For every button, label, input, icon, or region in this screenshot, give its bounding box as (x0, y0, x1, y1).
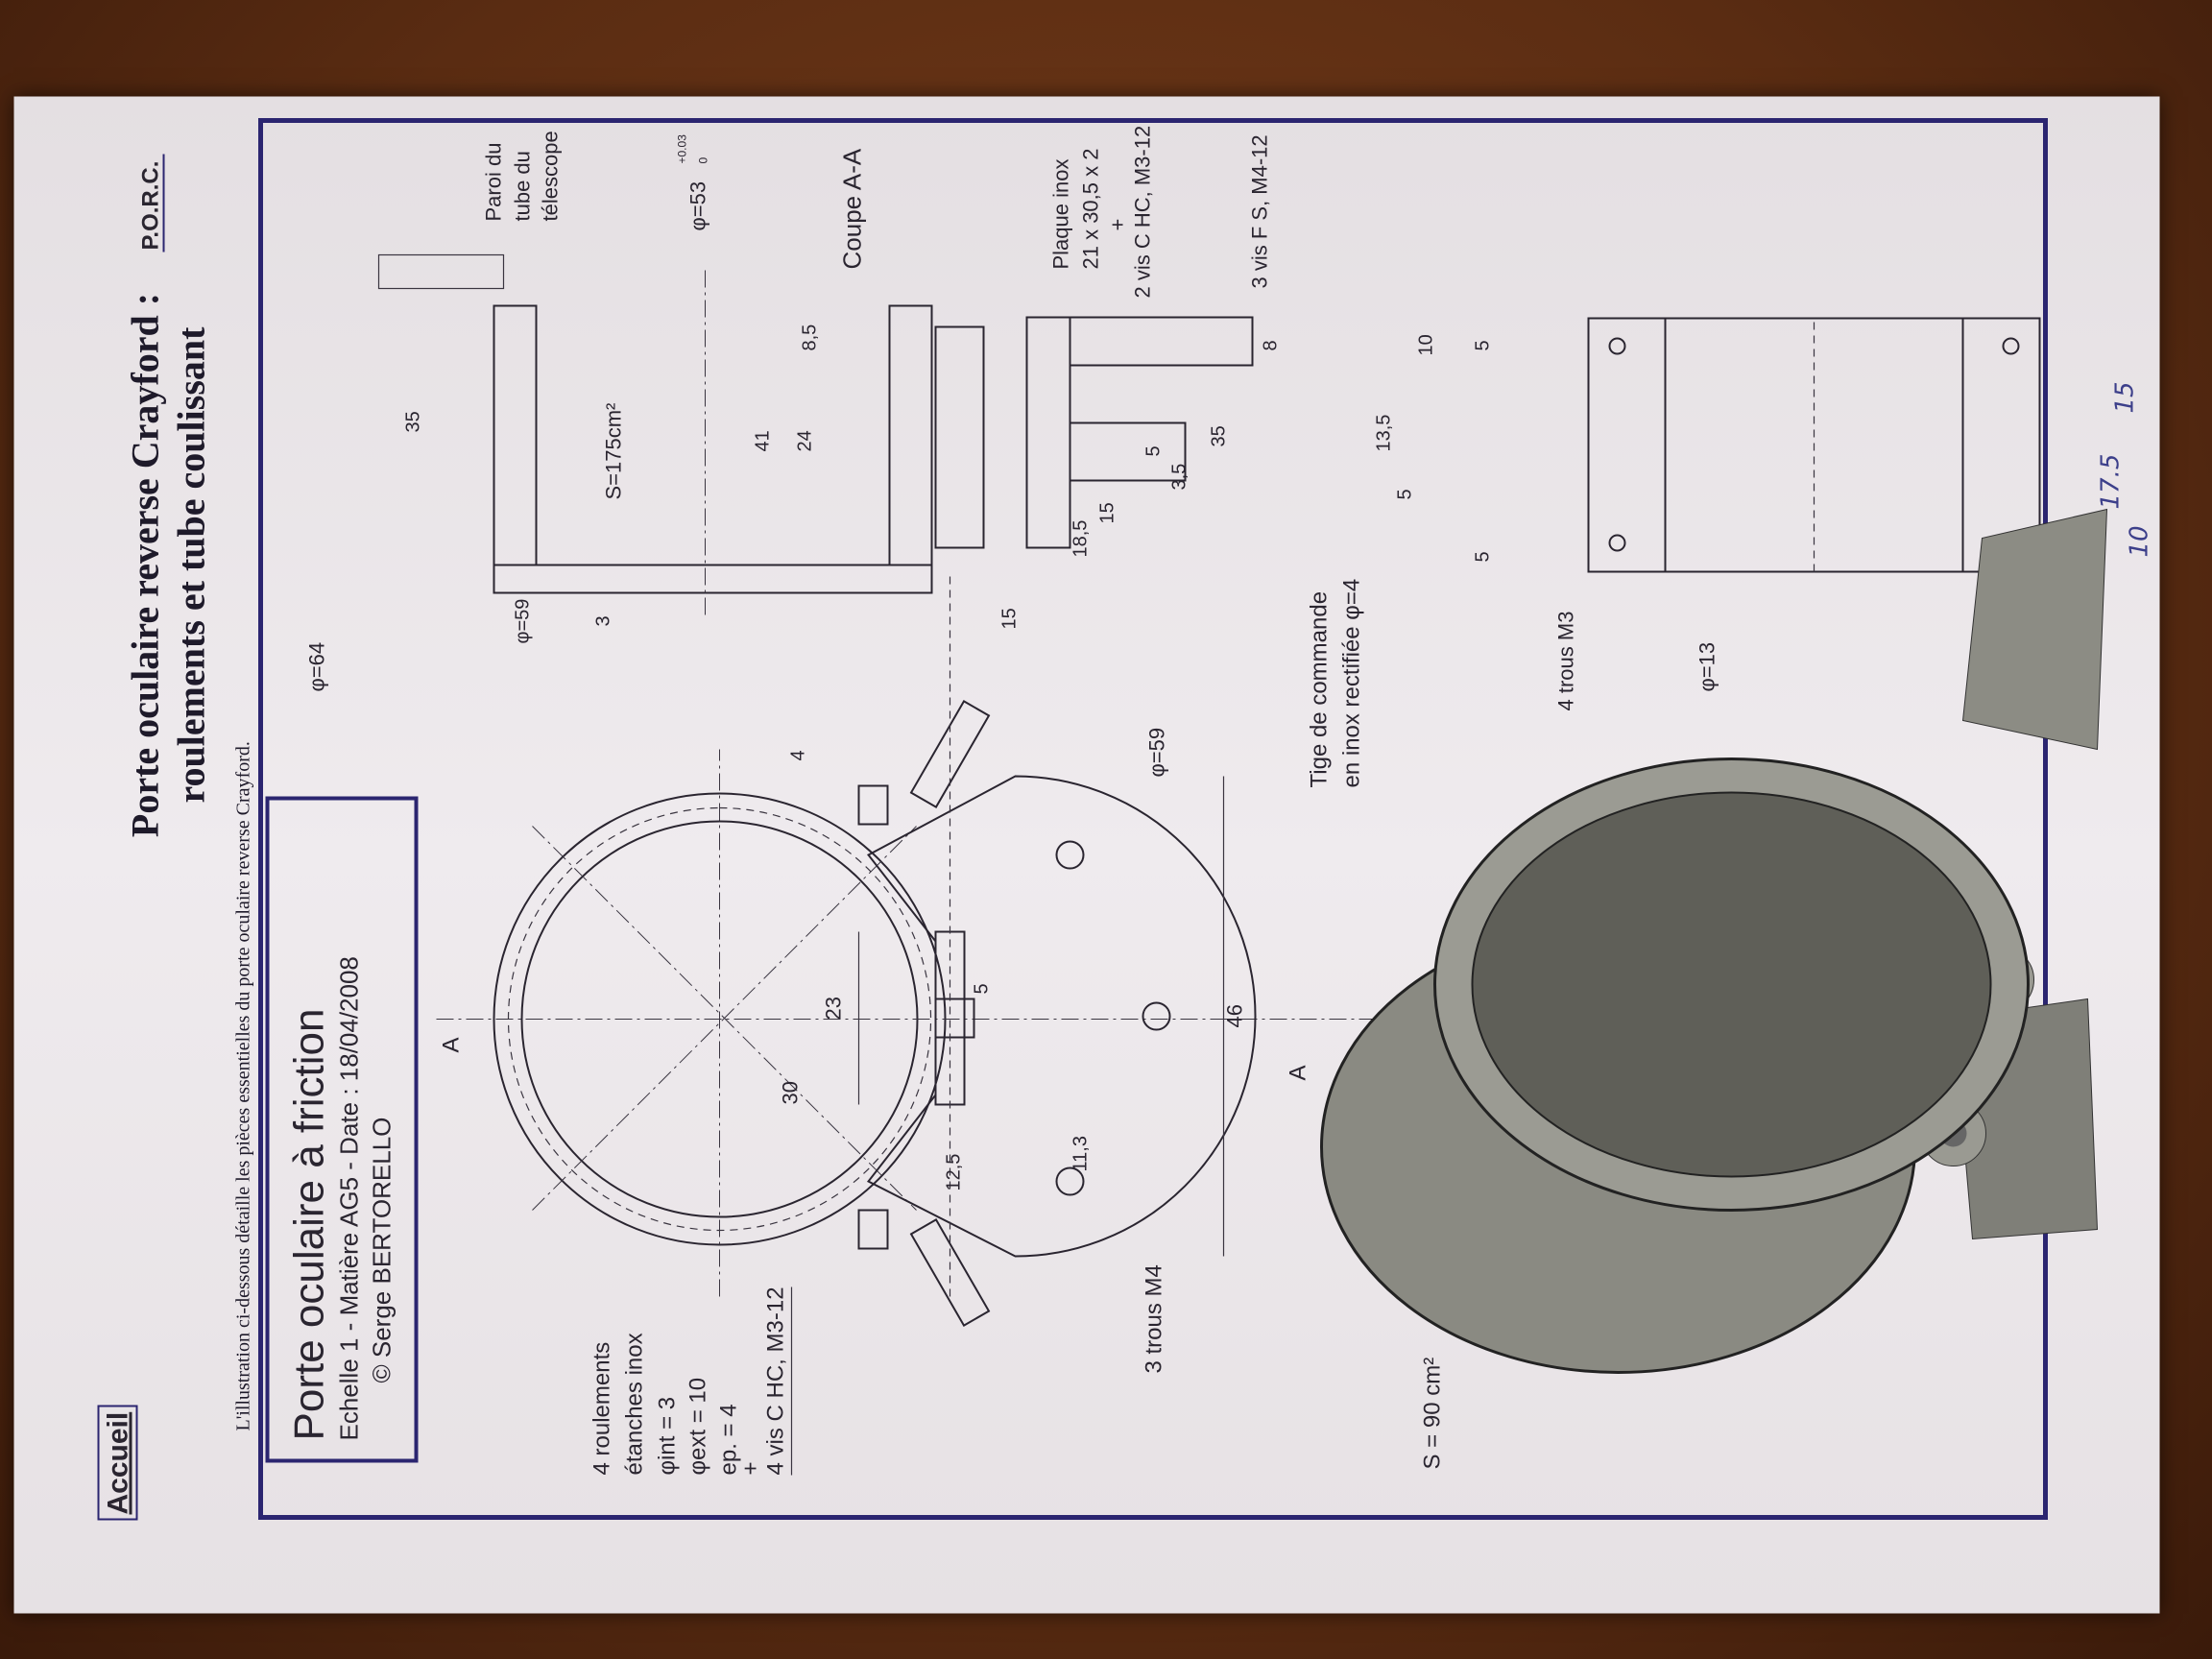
mount-plate (866, 775, 1257, 1258)
dim-5: 5 (1473, 340, 1494, 350)
section-view (377, 253, 1254, 615)
hole-m4 (1055, 840, 1085, 870)
wall-note-line: tube du (511, 151, 535, 221)
bore-tol-upper: +0.03 (676, 134, 689, 164)
flange-bottom (888, 304, 933, 566)
title-block (265, 796, 419, 1463)
screws-note: 3 vis F S, M4-12 (1248, 134, 1272, 288)
rod-note-line: en inox rectifiée φ=4 (1339, 579, 1365, 788)
bearings-note-line: φint = 3 (655, 1397, 681, 1476)
dim-46: 46 (1223, 1004, 1247, 1027)
section-mark-a: A (1286, 1065, 1311, 1080)
bearing (857, 784, 889, 826)
bearing (934, 998, 975, 1039)
plate-note-line: + (1106, 219, 1130, 231)
dim-8: 8 (1261, 340, 1282, 350)
plate-note-line: 21 x 30,5 x 2 (1079, 149, 1103, 270)
lower-block (1069, 316, 1254, 367)
rendered-assembly (1320, 508, 2108, 1374)
rod-note-line: Tige de commande (1307, 591, 1333, 788)
dim-23: 23 (822, 997, 846, 1020)
bore-tol-lower: 0 (697, 157, 710, 164)
page-title-line2: roulements et tube coulissant (170, 326, 213, 804)
dim-d13: φ=13 (1695, 642, 1719, 692)
dim-5: 5 (972, 983, 993, 994)
control-rod-end (909, 700, 991, 808)
dim-4: 4 (788, 750, 809, 760)
dim-d64: φ=64 (305, 642, 329, 692)
dim-24: 24 (795, 430, 816, 451)
dim-5: 5 (1473, 551, 1494, 562)
handwritten-17-5: 17.5 (2097, 454, 2126, 510)
dim-18-5: 18,5 (1070, 520, 1092, 558)
bearing (857, 1209, 889, 1250)
flange-top (493, 304, 538, 566)
bore-dim: φ=53 (686, 181, 710, 231)
plate-assembly (934, 325, 985, 549)
handwritten-10: 10 (2126, 525, 2154, 557)
title-block-author: © Serge BERTORELLO (368, 1118, 397, 1383)
telescope-wall (377, 253, 505, 290)
dim-5: 5 (1143, 445, 1165, 456)
dim-d59: φ=59 (513, 599, 534, 644)
front-view (436, 576, 1378, 1327)
tube-wall (493, 564, 933, 594)
dim-3: 3 (593, 615, 614, 626)
handwritten-15: 15 (2111, 381, 2140, 413)
dim-30: 30 (779, 1081, 803, 1104)
section-surface: S=175cm² (602, 403, 626, 500)
section-annotations: Coupe A-A Paroi du tube du télescope φ=5… (403, 126, 1282, 644)
holder-stem (1069, 421, 1187, 482)
drawing-frame (258, 118, 2048, 1520)
bearings-note-line: 4 vis C HC, M3-12 (763, 1286, 789, 1475)
home-link-box (97, 1405, 138, 1521)
bearings-note-line: étanches inox (622, 1333, 648, 1475)
bearings-note-line: + (738, 1461, 764, 1475)
dim-13-5: 13,5 (1374, 415, 1395, 452)
porc-link[interactable]: P.O.R.C. (138, 161, 164, 251)
control-rod-end (909, 1218, 991, 1327)
dim-11-3: 11,3 (1070, 1136, 1092, 1171)
hole-m4 (1055, 1166, 1085, 1196)
bearings-note-line: φext = 10 (685, 1378, 711, 1476)
technical-drawing: Accueil P.O.R.C. Porte oculaire reverse … (97, 118, 2154, 1521)
wall-note-line: Paroi du (482, 143, 506, 222)
bearings-note-line: ep. = 4 (716, 1404, 742, 1475)
plate-note-line: Plaque inox (1049, 159, 1073, 270)
dim-12-5: 12,5 (944, 1154, 965, 1191)
page-title-line1: Porte oculaire reverse Crayford : (124, 293, 167, 837)
home-link[interactable]: Accueil (103, 1412, 134, 1515)
section-mark-a: A (439, 1037, 465, 1052)
section-title: Coupe A-A (838, 148, 867, 269)
dim-35: 35 (403, 411, 424, 432)
title-block-name: Porte oculaire à friction (286, 1009, 333, 1441)
bearing-holder (1025, 316, 1071, 549)
intro-text: L'illustration ci-dessous détaille les p… (233, 741, 254, 1431)
dim-41: 41 (753, 430, 774, 451)
title-block-info: Echelle 1 - Matière AG5 - Date : 18/04/2… (335, 956, 364, 1440)
dim-5: 5 (1395, 489, 1416, 499)
dim-35: 35 (1209, 425, 1230, 446)
front-surface: S = 90 cm² (1420, 1358, 1446, 1470)
wall-note-line: télescope (539, 131, 563, 221)
dim-15: 15 (999, 608, 1021, 629)
dim-8-5: 8,5 (800, 325, 821, 351)
dim-15: 15 (1097, 502, 1118, 523)
front-view-annotations: 4 roulements étanches inox φint = 3 φext… (305, 579, 1446, 1476)
holes-note: 3 trous M4 (1142, 1264, 1167, 1373)
hole-m4 (1142, 1001, 1171, 1031)
printed-drawing-sheet: Accueil P.O.R.C. Porte oculaire reverse … (13, 96, 2160, 1614)
dim-3-5: 3,5 (1169, 464, 1190, 491)
plate-note-line: 2 vis C HC, M3-12 (1131, 126, 1155, 299)
dim-d59: φ=59 (1145, 728, 1169, 778)
mechanism-block (1961, 508, 2108, 751)
cylinder-bore (1471, 791, 1992, 1178)
holes-m3-note: 4 trous M3 (1554, 612, 1578, 711)
dim-10: 10 (1416, 334, 1437, 355)
side-view: 10 5 13,5 5 5 4 trous M3 φ=13 10 17.5 15 (1374, 317, 2154, 711)
bearings-note-line: 4 roulements (589, 1342, 615, 1476)
